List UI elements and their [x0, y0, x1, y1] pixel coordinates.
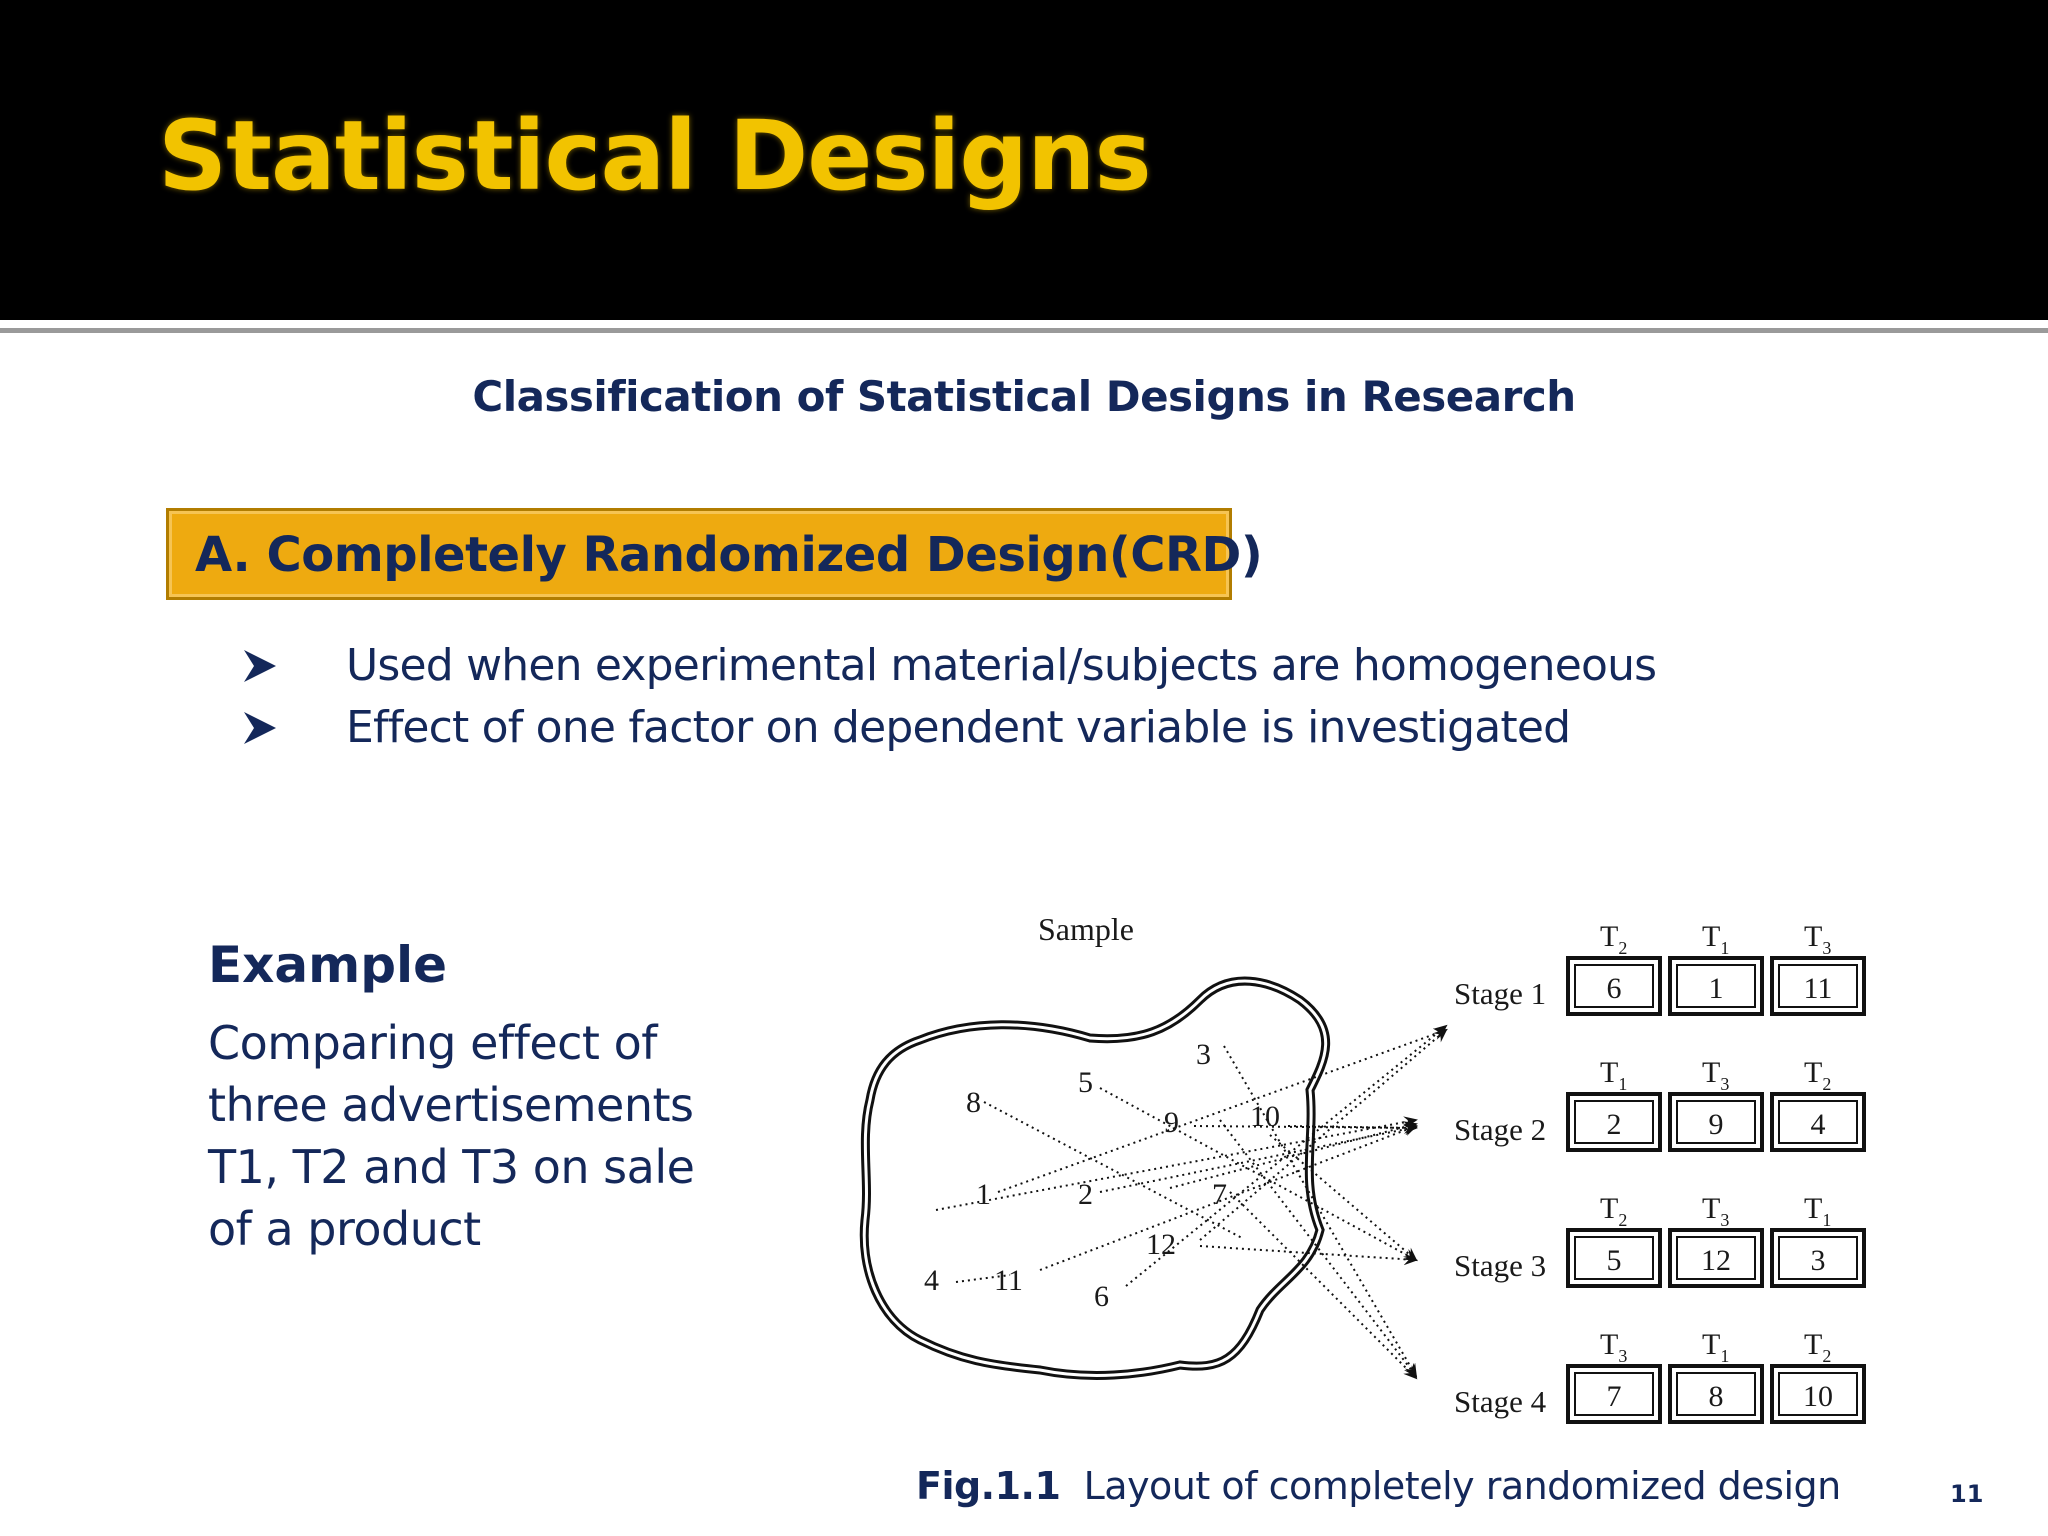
treatment-cell-inner-border — [1778, 1100, 1858, 1144]
unit-label: 11 — [994, 1264, 1023, 1297]
treatment-label: T1 — [1702, 920, 1729, 958]
page-number: 11 — [1950, 1480, 1984, 1508]
treatment-label: T3 — [1702, 1056, 1729, 1094]
assignment-line — [1169, 1121, 1418, 1189]
stage-label: Stage 2 — [1454, 1112, 1546, 1147]
slide-subtitle: Classification of Statistical Designs in… — [472, 372, 1576, 421]
treatment-cell — [1668, 1092, 1764, 1152]
assigned-unit-label: 11 — [1804, 972, 1833, 1005]
assignment-line — [1229, 1191, 1418, 1380]
section-heading-box: A. Completely Randomized Design(CRD) — [166, 508, 1263, 600]
assigned-unit-label: 10 — [1803, 1380, 1833, 1413]
treatment-cell-inner-border — [1676, 1100, 1756, 1144]
stage-labels: Stage 1 Stage 2 Stage 3 Stage 4 — [1454, 976, 1547, 1419]
title-divider — [0, 328, 2048, 333]
assignment-lines — [935, 1024, 1448, 1380]
figure-caption-text: Layout of completely randomized design — [1083, 1464, 1842, 1508]
assignment-line — [1039, 1124, 1418, 1271]
treatment-cell — [1770, 956, 1866, 1016]
treatment-label: T3 — [1702, 1192, 1729, 1230]
example-description: Comparing effect of three advertisements… — [208, 1016, 695, 1256]
treatment-label: T2 — [1804, 1056, 1831, 1094]
unit-label: 5 — [1078, 1066, 1093, 1099]
unit-label: 6 — [1094, 1280, 1109, 1313]
treatment-cell-inner-border — [1574, 1236, 1654, 1280]
treatment-cell-inner-border — [1676, 964, 1756, 1008]
unit-label: 12 — [1146, 1228, 1176, 1261]
assigned-unit-label: 5 — [1607, 1244, 1622, 1277]
stage-label: Stage 4 — [1454, 1384, 1547, 1419]
treatment-label: T2 — [1600, 920, 1627, 958]
unit-label: 1 — [976, 1178, 991, 1211]
unit-label: 10 — [1250, 1100, 1280, 1133]
treatment-cell-inner-border — [1676, 1236, 1756, 1280]
stage-label: Stage 1 — [1454, 976, 1546, 1011]
assigned-unit-label: 2 — [1607, 1108, 1622, 1141]
assignment-line — [1269, 1134, 1418, 1262]
treatment-label: T1 — [1702, 1328, 1729, 1366]
assigned-unit-label: 4 — [1811, 1108, 1826, 1141]
slide-title: Statistical Designs — [158, 100, 1152, 212]
sample-label: Sample — [1038, 911, 1134, 947]
assignment-line — [1199, 1245, 1418, 1266]
arrowhead-bullet-icon — [244, 712, 276, 744]
unit-label: 7 — [1212, 1178, 1227, 1211]
treatment-cell — [1770, 1092, 1866, 1152]
treatment-label: T1 — [1600, 1056, 1627, 1094]
treatment-label: T2 — [1600, 1192, 1627, 1230]
assignment-line — [1125, 1024, 1448, 1287]
section-heading: A. Completely Randomized Design(CRD) — [195, 527, 1263, 583]
assignment-line — [1223, 1045, 1418, 1378]
treatment-cell-inner-border — [1778, 1372, 1858, 1416]
unit-label: 9 — [1164, 1106, 1179, 1139]
treatment-cell — [1668, 1364, 1764, 1424]
assigned-unit-label: 12 — [1701, 1244, 1731, 1277]
unit-label: 2 — [1078, 1178, 1093, 1211]
assigned-unit-label: 8 — [1709, 1380, 1724, 1413]
assignment-line — [1193, 1121, 1418, 1134]
assigned-unit-label: 7 — [1607, 1380, 1622, 1413]
unit-label: 4 — [924, 1264, 939, 1297]
treatment-label: T2 — [1804, 1328, 1831, 1366]
treatment-label: T1 — [1804, 1192, 1831, 1230]
assigned-unit-label: 3 — [1811, 1244, 1826, 1277]
treatment-cell-inner-border — [1574, 1100, 1654, 1144]
assignment-line — [983, 1101, 1243, 1239]
bullet-text: Effect of one factor on dependent variab… — [346, 702, 1571, 753]
title-bar — [0, 0, 2048, 320]
treatment-cell — [1566, 1092, 1662, 1152]
treatment-cell — [1770, 1228, 1866, 1288]
treatment-cell — [1566, 1228, 1662, 1288]
assigned-unit-label: 6 — [1607, 972, 1622, 1005]
treatment-label: T3 — [1600, 1328, 1627, 1366]
treatment-cell-inner-border — [1574, 964, 1654, 1008]
treatment-cell — [1770, 1364, 1866, 1424]
treatment-cell-inner-border — [1778, 964, 1858, 1008]
treatment-cell-inner-border — [1676, 1372, 1756, 1416]
treatment-cell-inner-border — [1778, 1236, 1858, 1280]
stage-label: Stage 3 — [1454, 1248, 1546, 1283]
arrowhead-bullet-icon — [244, 650, 276, 682]
sample-population-shape — [859, 976, 1331, 1380]
assignment-line — [997, 1028, 1448, 1193]
bullet-text: Used when experimental material/subjects… — [346, 640, 1657, 691]
treatment-label: T3 — [1804, 920, 1831, 958]
example-heading: Example — [208, 936, 448, 994]
unit-label: 8 — [966, 1086, 981, 1119]
treatment-cell-inner-border — [1574, 1372, 1654, 1416]
treatment-cell — [1668, 1228, 1764, 1288]
crd-layout-diagram: Sample 8 5 3 9 10 1 2 7 12 4 11 — [859, 911, 1866, 1424]
sample-unit-labels: 8 5 3 9 10 1 2 7 12 4 11 6 — [924, 1038, 1280, 1313]
treatment-cell — [1566, 1364, 1662, 1424]
treatment-cell — [1668, 956, 1764, 1016]
treatment-cell — [1566, 956, 1662, 1016]
figure-caption: Fig.1.1 Layout of completely randomized … — [916, 1464, 1841, 1508]
assigned-unit-label: 1 — [1709, 972, 1724, 1005]
figure-number: Fig.1.1 — [916, 1464, 1061, 1508]
assigned-unit-label: 9 — [1709, 1108, 1724, 1141]
unit-label: 3 — [1196, 1038, 1211, 1071]
